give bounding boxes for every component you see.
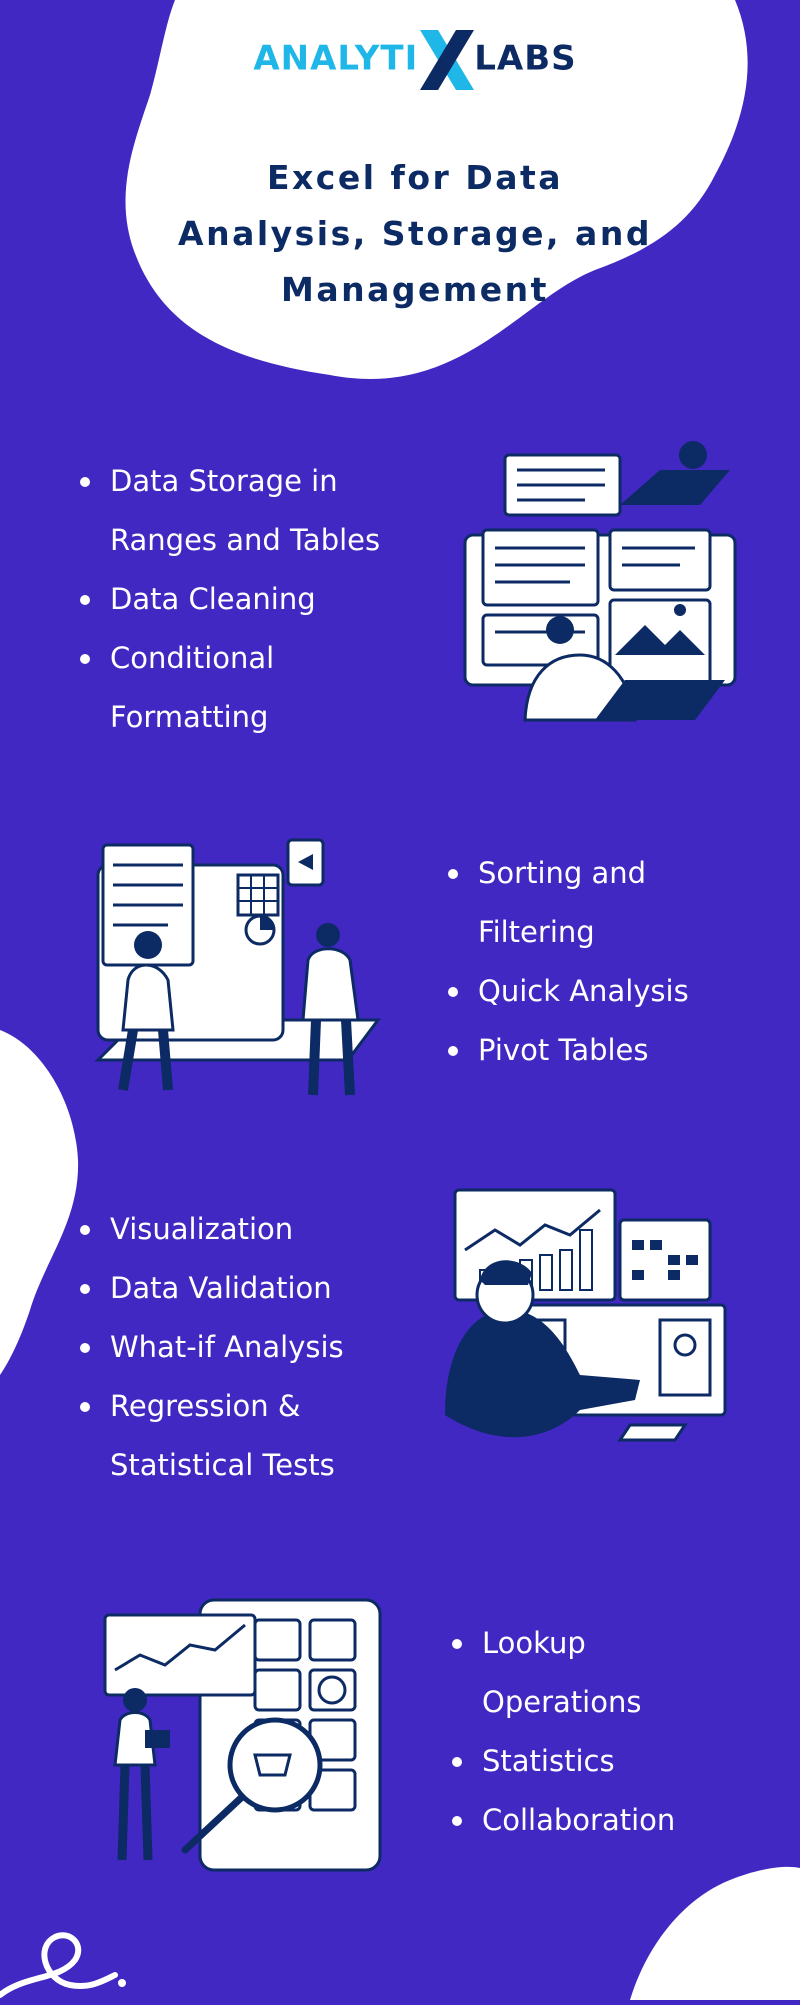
logo-text-left: ANALYTI [253,38,419,79]
list-item: Quick Analysis [448,962,748,1021]
feature-list-2: Sorting and Filtering Quick Analysis Piv… [448,844,748,1080]
visualization-illustration [445,1188,727,1442]
list-item: Statistics [452,1732,752,1791]
list-item: Data Cleaning [80,570,440,629]
list-item: Visualization [80,1200,440,1259]
bottom-right-white-blob [630,1866,800,2000]
left-white-blob [0,1030,79,1375]
list-item: Regression & Statistical Tests [80,1377,370,1495]
logo-x-icon [416,28,476,92]
list-item: Sorting and Filtering [448,844,688,962]
list-item: Conditional Formatting [80,629,330,747]
feature-list-1: Data Storage in Ranges and Tables Data C… [80,452,440,747]
sorting-filtering-illustration [94,838,381,1096]
bottom-left-swirl-icon [0,1932,126,1998]
logo-text-right: LABS [474,38,577,79]
list-item: Collaboration [452,1791,752,1850]
lookup-statistics-illustration [103,1598,382,1872]
list-item: Pivot Tables [448,1021,748,1080]
feature-list-3: Visualization Data Validation What-if An… [80,1200,440,1495]
list-item: What-if Analysis [80,1318,440,1377]
brand-logo: ANALYTI LABS [0,28,800,92]
data-storage-illustration [463,441,737,722]
list-item: Lookup Operations [452,1614,682,1732]
list-item: Data Validation [80,1259,440,1318]
page-title: Excel for Data Analysis, Storage, and Ma… [178,158,652,309]
feature-list-4: Lookup Operations Statistics Collaborati… [452,1614,752,1850]
top-white-blob [125,0,748,379]
list-item: Data Storage in Ranges and Tables [80,452,410,570]
